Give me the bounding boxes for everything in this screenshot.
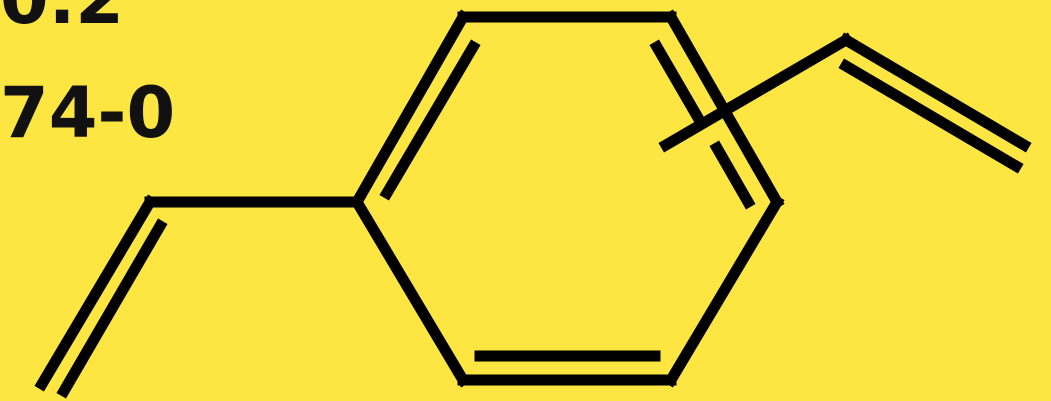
ring-inner-double-upper-right-a [649, 39, 705, 124]
label-cas-fragment: 74-0 [0, 72, 176, 154]
ring-bond-lower-left [349, 194, 471, 388]
ring-inner-double-upper-right-b [709, 140, 756, 210]
ring-bond-lower-right [663, 194, 785, 388]
vinyl-left-outer-bond [34, 194, 158, 392]
label-top-fragment: 0.2 [0, 0, 124, 34]
vinyl-left-inner-bond [56, 218, 168, 399]
vinyl-right-connector [658, 32, 854, 153]
bond-layer [34, 9, 1032, 399]
ring-bond-upper-left [349, 9, 471, 210]
vinyl-right-outer-bond [838, 32, 1032, 153]
vinyl-right-inner-bond [838, 58, 1024, 174]
ring-inner-double-left [379, 39, 481, 201]
